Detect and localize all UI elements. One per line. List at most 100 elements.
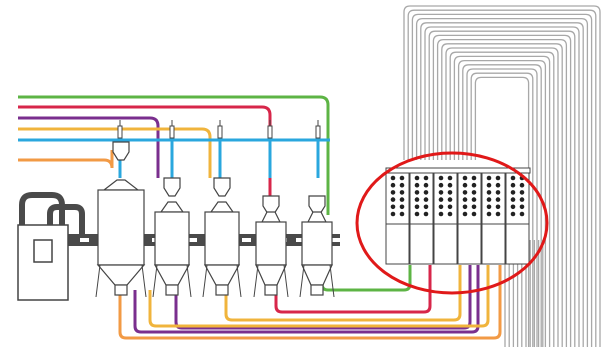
manifold-port-dot bbox=[462, 204, 468, 210]
conveying-line bbox=[18, 105, 272, 205]
manifold-port-dot bbox=[438, 190, 444, 195]
manifold-port-dot bbox=[510, 182, 516, 188]
manifold-port-dot bbox=[414, 190, 420, 195]
manifold-port-dot bbox=[486, 182, 492, 188]
manifold-column bbox=[481, 171, 506, 265]
return-line bbox=[148, 265, 490, 328]
manifold-port-dot bbox=[486, 190, 492, 195]
hopper-cone-bottom bbox=[153, 264, 191, 286]
grey-return-line bbox=[470, 72, 534, 347]
manifold-port-dot bbox=[399, 175, 405, 181]
manifold-port-dot bbox=[486, 175, 492, 181]
manifold-port-dot bbox=[438, 182, 444, 188]
manifold-port-dot bbox=[423, 175, 429, 181]
manifold-port-dot bbox=[519, 204, 525, 210]
vacuum-valve bbox=[315, 125, 321, 139]
grey-return-line bbox=[411, 13, 593, 347]
grey-return-line bbox=[420, 22, 584, 347]
hopper-cone-bottom bbox=[301, 264, 333, 286]
manifold-port-dot bbox=[510, 211, 516, 217]
manifold-port-dot bbox=[510, 175, 516, 181]
manifold-port-dot bbox=[447, 204, 453, 210]
selection-manifold bbox=[385, 167, 531, 265]
manifold-port-dot bbox=[423, 197, 429, 202]
grey-return-line bbox=[462, 64, 542, 347]
grey-return-line bbox=[457, 59, 547, 347]
manifold-port-dot bbox=[471, 204, 477, 210]
hopper-valve bbox=[264, 284, 278, 296]
return-line bbox=[118, 265, 502, 340]
grey-return-line bbox=[424, 26, 580, 347]
manifold-port-dot bbox=[414, 204, 420, 210]
manifold-port-dot bbox=[495, 211, 501, 217]
manifold-port-dot bbox=[486, 204, 492, 210]
dryer-window bbox=[33, 239, 53, 263]
manifold-port-dot bbox=[519, 197, 525, 202]
hopper-cone-bottom bbox=[255, 264, 287, 286]
manifold-port-dot bbox=[462, 190, 468, 195]
duct-loop-outer bbox=[19, 192, 65, 245]
manifold-column bbox=[409, 171, 434, 265]
manifold-port-dot bbox=[447, 175, 453, 181]
manifold-port-dot bbox=[510, 197, 516, 202]
conveying-line bbox=[18, 127, 212, 178]
hopper-cone-bottom bbox=[96, 264, 146, 286]
manifold-port-dot bbox=[414, 211, 420, 217]
manifold-port-dot bbox=[414, 197, 420, 202]
hopper-leg bbox=[95, 264, 101, 298]
duct-bar-dash bbox=[242, 238, 251, 242]
vacuum-valve bbox=[267, 125, 273, 139]
hopper-leg bbox=[152, 264, 158, 298]
hopper-cone-top bbox=[102, 179, 140, 191]
vacuum-receiver-icon bbox=[163, 177, 181, 197]
hopper-equipment bbox=[17, 141, 335, 301]
manifold-port-dot bbox=[390, 197, 396, 202]
manifold-port-dot bbox=[447, 182, 453, 188]
hopper-valve bbox=[215, 284, 229, 296]
manifold-port-dot bbox=[447, 190, 453, 195]
manifold-port-dot bbox=[390, 175, 396, 181]
hopper-leg bbox=[202, 264, 208, 298]
manifold-port-dot bbox=[438, 211, 444, 217]
hopper-leg bbox=[283, 264, 289, 298]
manifold-port-dot bbox=[471, 190, 477, 195]
manifold-port-dot bbox=[438, 197, 444, 202]
manifold-port-dot bbox=[447, 197, 453, 202]
manifold-port-dot bbox=[390, 204, 396, 210]
grey-return-lines bbox=[403, 5, 601, 347]
hopper-cone-top bbox=[159, 201, 185, 213]
manifold-port-dot bbox=[462, 182, 468, 188]
grey-return-line bbox=[449, 51, 555, 347]
manifold-column bbox=[433, 171, 458, 265]
grey-return-line bbox=[403, 5, 601, 347]
vacuum-valve bbox=[217, 125, 223, 139]
duct-loop-inner bbox=[47, 204, 85, 238]
manifold-port-dot bbox=[495, 204, 501, 210]
manifold-port-dot bbox=[423, 182, 429, 188]
manifold-port-dot bbox=[486, 197, 492, 202]
vacuum-receiver-icon bbox=[262, 195, 280, 215]
grey-return-line bbox=[474, 76, 530, 347]
manifold-port-dot bbox=[390, 211, 396, 217]
dryer-hopper-icon bbox=[97, 189, 145, 266]
material-hopper-icon bbox=[255, 221, 287, 266]
manifold-port-dot bbox=[495, 197, 501, 202]
manifold-port-dot bbox=[510, 204, 516, 210]
hopper-cone-top bbox=[261, 211, 281, 223]
manifold-port-dot bbox=[423, 211, 429, 217]
hopper-valve bbox=[165, 284, 179, 296]
hopper-leg bbox=[236, 264, 242, 298]
red-ellipse-highlight-icon bbox=[355, 151, 549, 295]
manifold-port-dot bbox=[495, 175, 501, 181]
vacuum-receiver-icon bbox=[308, 195, 326, 215]
manifold-port-dot bbox=[399, 211, 405, 217]
duct-bar-dash bbox=[80, 238, 89, 242]
manifold-port-dot bbox=[510, 190, 516, 195]
hopper-leg bbox=[186, 264, 192, 298]
hopper-leg bbox=[329, 264, 335, 298]
grey-return-line bbox=[428, 30, 576, 347]
conveying-line bbox=[18, 95, 330, 215]
return-line bbox=[274, 265, 432, 314]
manifold-port-dot bbox=[390, 182, 396, 188]
